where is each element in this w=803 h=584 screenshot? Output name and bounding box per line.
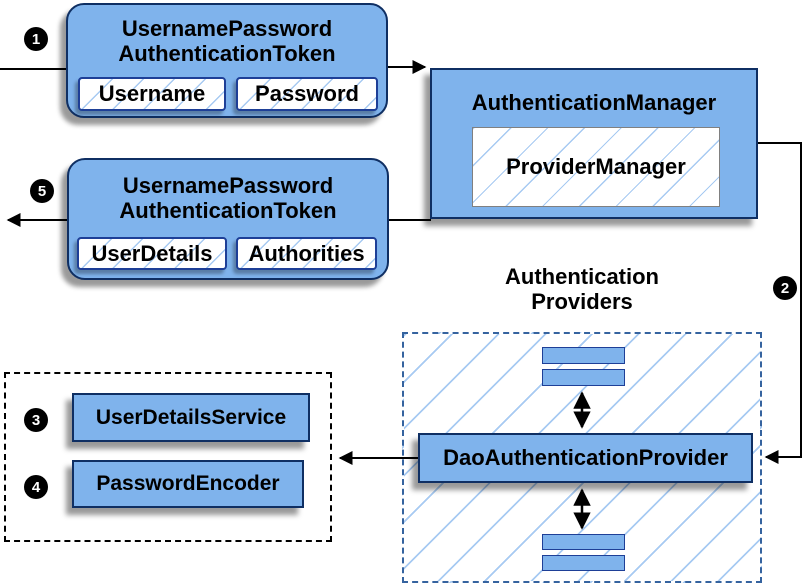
step-3-badge: 3: [24, 408, 48, 432]
provider-placeholder-bar-top-1: [542, 347, 625, 364]
step-2-badge: 2: [773, 276, 797, 300]
provider-placeholder-bar-bottom-1: [542, 534, 625, 550]
request-token-box: UsernamePassword AuthenticationToken: [66, 3, 388, 118]
provider-manager-box: ProviderManager: [472, 127, 720, 207]
authentication-manager-title: AuthenticationManager: [471, 90, 717, 115]
providers-title-line2: Providers: [531, 289, 633, 314]
user-details-field-box: UserDetails: [77, 237, 227, 270]
step-5-badge: 5: [30, 179, 54, 203]
username-field-box: Username: [78, 77, 226, 111]
step-4-badge: 4: [24, 475, 48, 499]
password-field-box: Password: [236, 77, 378, 111]
authorities-field-box: Authorities: [236, 237, 377, 270]
request-token-title-line1: UsernamePassword: [121, 16, 333, 41]
providers-title: Authentication Providers: [412, 264, 752, 314]
manager-to-provider-arrow: [758, 142, 802, 464]
user-details-service-box: UserDetailsService: [72, 393, 310, 442]
provider-placeholder-bar-top-2: [542, 369, 625, 386]
services-dotted-box: [4, 372, 332, 542]
provider-placeholder-bar-bottom-2: [542, 555, 625, 571]
providers-title-line1: Authentication: [505, 264, 659, 289]
request-token-title-line2: AuthenticationToken: [118, 41, 336, 66]
response-token-title-line2: AuthenticationToken: [119, 198, 337, 223]
dao-authentication-provider-box: DaoAuthenticationProvider: [418, 433, 753, 483]
password-encoder-box: PasswordEncoder: [72, 460, 304, 508]
response-token-title-line1: UsernamePassword: [122, 173, 334, 198]
step-1-badge: 1: [24, 27, 48, 51]
